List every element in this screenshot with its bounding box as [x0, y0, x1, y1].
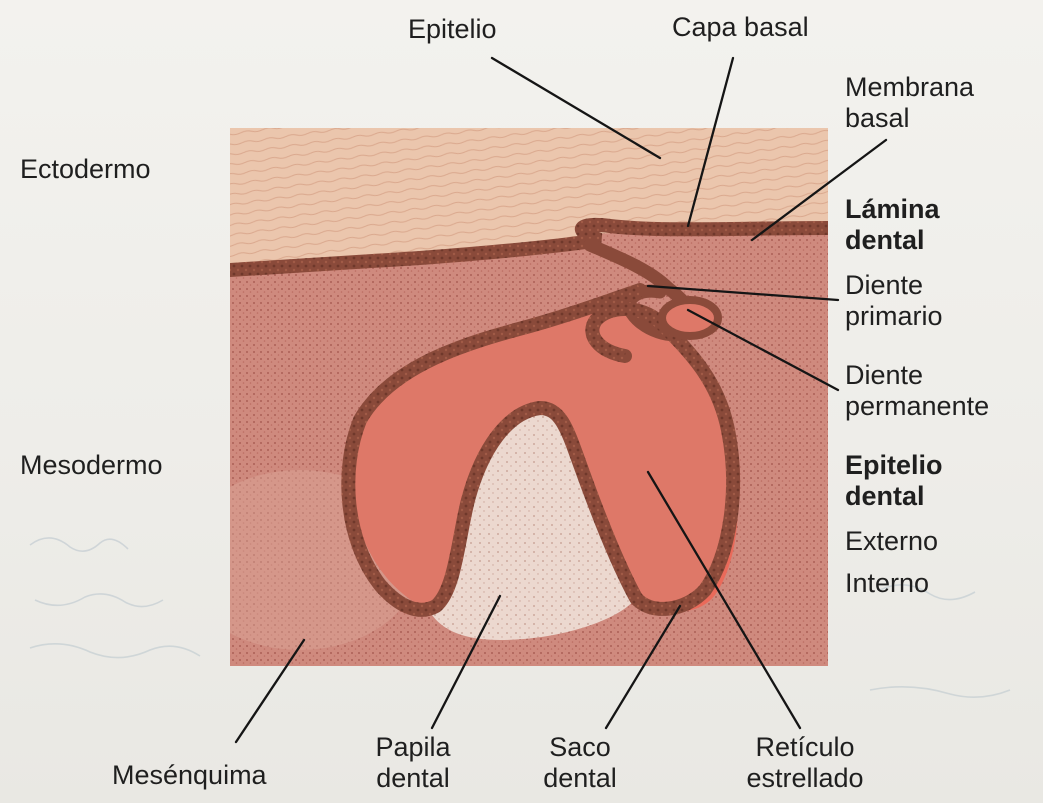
- label-diente-permanente: Diente permanente: [845, 360, 989, 422]
- label-saco-dental-line2: dental: [530, 763, 630, 794]
- label-interno: Interno: [845, 568, 929, 599]
- label-reticulo-estrellado: Retículo estrellado: [730, 732, 880, 794]
- label-diente-primario-line1: Diente: [845, 270, 943, 301]
- label-membrana-basal: Membrana basal: [845, 72, 974, 134]
- label-membrana-basal-line2: basal: [845, 103, 974, 134]
- label-papila-dental: Papila dental: [358, 732, 468, 794]
- label-mesodermo: Mesodermo: [20, 450, 163, 481]
- label-saco-dental-line1: Saco: [530, 732, 630, 763]
- label-epitelio-dental-line1: Epitelio: [845, 450, 943, 481]
- label-papila-dental-line2: dental: [358, 763, 468, 794]
- tissue-panel: [180, 128, 828, 666]
- label-reticulo-line2: estrellado: [730, 763, 880, 794]
- permanent-tooth-bud: [662, 300, 718, 336]
- label-lamina-dental: Lámina dental: [845, 194, 940, 256]
- label-lamina-dental-line2: dental: [845, 225, 940, 256]
- label-epitelio-dental: Epitelio dental: [845, 450, 943, 512]
- label-saco-dental: Saco dental: [530, 732, 630, 794]
- label-epitelio-dental-line2: dental: [845, 481, 943, 512]
- label-membrana-basal-line1: Membrana: [845, 72, 974, 103]
- label-lamina-dental-line1: Lámina: [845, 194, 940, 225]
- label-diente-permanente-line1: Diente: [845, 360, 989, 391]
- label-diente-permanente-line2: permanente: [845, 391, 989, 422]
- label-capa-basal: Capa basal: [672, 12, 809, 43]
- label-diente-primario: Diente primario: [845, 270, 943, 332]
- label-papila-dental-line1: Papila: [358, 732, 468, 763]
- label-mesenquima: Mesénquima: [112, 760, 267, 791]
- label-diente-primario-line2: primario: [845, 301, 943, 332]
- label-externo: Externo: [845, 526, 938, 557]
- label-reticulo-line1: Retículo: [730, 732, 880, 763]
- label-epitelio: Epitelio: [408, 14, 497, 45]
- label-ectodermo: Ectodermo: [20, 154, 151, 185]
